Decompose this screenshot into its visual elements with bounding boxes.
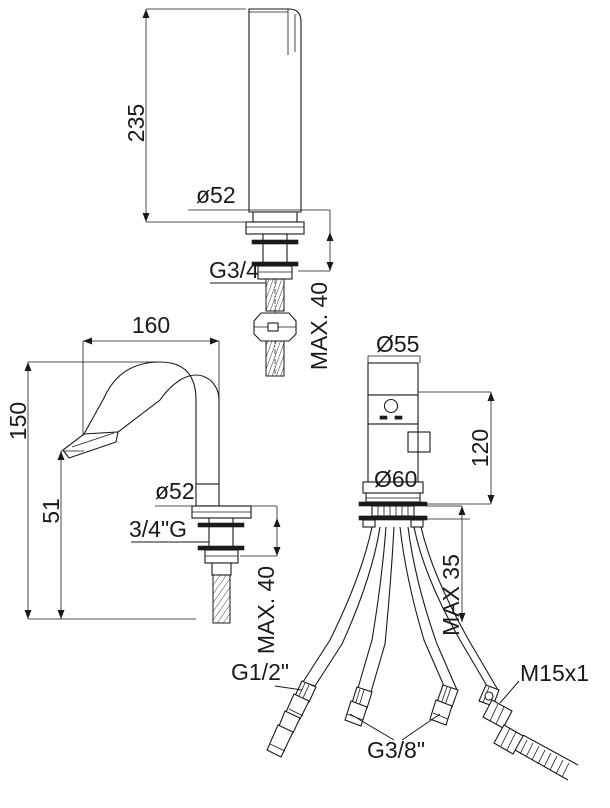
dimension-curved-thread: 3/4"G <box>129 516 209 543</box>
dim-label-d52-top: ø52 <box>196 182 236 208</box>
dimension-tall-max40: MAX. 40 <box>298 232 334 370</box>
dimension-tall-diameter: ø52 <box>188 182 331 232</box>
dim-label-d55: Ø55 <box>376 331 419 357</box>
dimension-curved-max40: MAX. 40 <box>240 518 281 654</box>
label-m15x1: M15x1 <box>499 660 589 704</box>
dim-label-235: 235 <box>123 104 149 142</box>
tall-tap-shank <box>251 233 299 280</box>
dimension-curved-reach: 160 <box>82 312 220 436</box>
dim-label-d60: Ø60 <box>374 466 417 492</box>
dimension-curved-height: 150 <box>5 361 196 620</box>
dimension-curved-diameter: ø52 <box>155 478 278 518</box>
dimension-spout-height: 51 <box>38 450 84 619</box>
dimension-box-top-diameter: Ø55 <box>367 331 421 363</box>
dim-label-120: 120 <box>467 429 493 467</box>
indicator-led-left-icon <box>379 415 388 420</box>
tall-tap-threaded-rod <box>265 278 285 377</box>
dimension-box-base-diameter: Ø60 <box>374 466 417 492</box>
dim-label-max40-top: MAX. 40 <box>306 282 332 370</box>
dim-label-51: 51 <box>38 498 64 524</box>
hose-4-braid <box>514 734 579 781</box>
dim-label-150: 150 <box>5 402 31 440</box>
dim-label-m15x1: M15x1 <box>520 660 589 686</box>
dim-label-g12: G1/2" <box>231 659 289 685</box>
curved-tap-shank <box>197 517 245 564</box>
dim-label-d52-bottom: ø52 <box>155 478 195 504</box>
dim-label-g38: G3/8" <box>367 737 425 763</box>
view-control-box: Ø55 Ø60 120 MAX 35 <box>358 331 495 636</box>
control-box-base-flange <box>362 481 424 503</box>
indicator-led-right-icon <box>394 415 403 420</box>
hose-1-g12 <box>266 526 381 758</box>
dim-label-g34: G3/4 <box>209 257 259 283</box>
control-box-sensor-panel <box>367 394 419 425</box>
label-g38: G3/8" <box>349 713 441 763</box>
dim-label-max35: MAX 35 <box>438 554 464 636</box>
dimension-tall-thread: G3/4 <box>209 257 266 284</box>
tall-tap-body <box>248 8 302 213</box>
side-connector-block <box>407 431 431 453</box>
view-tall-tap: 235 ø52 G3/4 MAX. 40 <box>123 8 334 377</box>
hose-2-g38 <box>344 526 395 727</box>
dim-label-34g: 3/4"G <box>129 516 187 542</box>
curved-tap-hose <box>211 562 232 624</box>
curved-tap-base <box>191 483 252 519</box>
dim-label-max40-bottom: MAX. 40 <box>253 566 279 654</box>
control-box-top-section <box>367 362 419 396</box>
sensor-lens-icon <box>383 398 399 414</box>
view-curved-tap: 160 150 51 ø52 3/4"G <box>5 312 281 654</box>
view-hose-fan: G1/2" G3/8" M15x1 <box>231 526 589 781</box>
tall-tap-flange <box>245 211 305 235</box>
control-box-mounting-hardware <box>358 501 428 528</box>
dimension-box-max35: MAX 35 <box>427 505 470 636</box>
label-g12: G1/2" <box>231 659 303 691</box>
hose-4-m15x1 <box>413 526 579 781</box>
curved-tap-outlet <box>62 431 119 459</box>
control-box-main-body <box>367 423 431 483</box>
hose-3-g38 <box>399 526 459 726</box>
dimension-box-height: 120 <box>418 391 495 505</box>
dimension-tall-height: 235 <box>123 8 246 223</box>
dim-label-160: 160 <box>132 312 170 338</box>
tall-tap-hex-connector <box>253 312 297 342</box>
